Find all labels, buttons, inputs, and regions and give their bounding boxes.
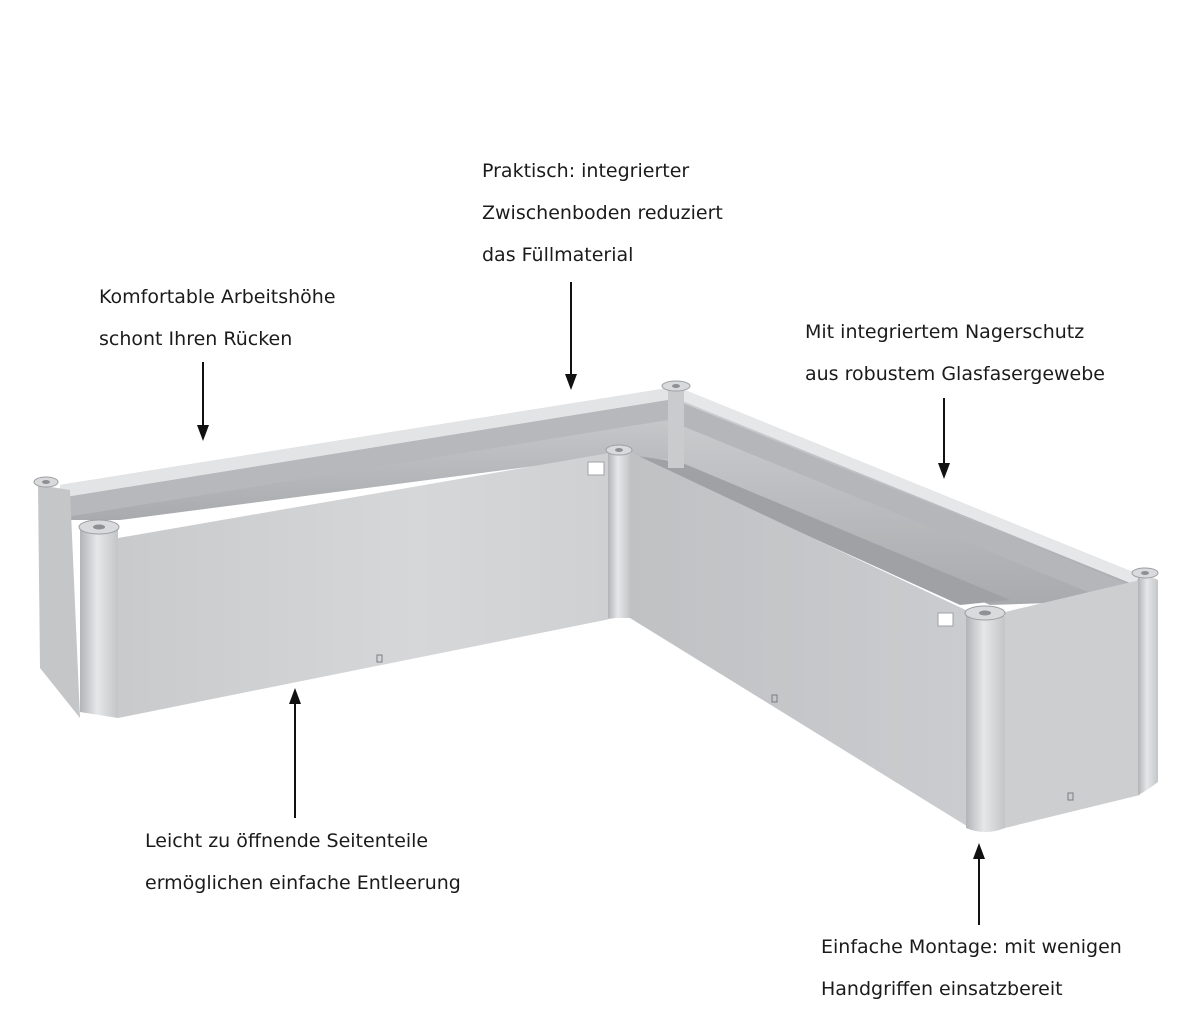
callout-line: das Füllmaterial xyxy=(482,244,634,266)
callout-line: Praktisch: integrierter xyxy=(482,160,690,182)
arrow-bottom-right xyxy=(973,843,985,925)
callout-line: Komfortable Arbeitshöhe xyxy=(99,286,336,308)
inner-back-wall-right xyxy=(680,388,1140,605)
corner-post-back xyxy=(661,380,691,468)
callout-bottom-right: Einfache Montage: mit wenigen Handgriffe… xyxy=(821,926,1122,1010)
inner-back-wall-left xyxy=(60,388,668,520)
corner-post-inner xyxy=(605,444,633,618)
callout-line: Handgriffen einsatzbereit xyxy=(821,978,1063,1000)
end-panel-left xyxy=(38,485,80,718)
callout-top-center: Praktisch: integrierter Zwischenboden re… xyxy=(482,150,723,276)
callout-line: Zwischenboden reduziert xyxy=(482,202,723,224)
front-panel-left xyxy=(118,452,615,718)
arrow-bottom-left xyxy=(289,688,301,818)
callout-top-left: Komfortable Arbeitshöhe schont Ihren Rüc… xyxy=(99,276,336,360)
arrow-top-right xyxy=(938,398,950,479)
corner-post-right-back xyxy=(1131,567,1159,795)
callout-line: ermöglichen einfache Entleerung xyxy=(145,872,461,894)
callout-top-right: Mit integriertem Nagerschutz aus robuste… xyxy=(805,311,1105,395)
callout-bottom-left: Leicht zu öffnende Seitenteile ermöglich… xyxy=(145,820,461,904)
callout-line: Mit integriertem Nagerschutz xyxy=(805,321,1085,343)
intermediate-floor xyxy=(630,455,1010,605)
callout-line: schont Ihren Rücken xyxy=(99,328,293,350)
end-panel-right xyxy=(1005,580,1140,828)
front-panel-right xyxy=(630,452,970,828)
arrow-top-center xyxy=(565,282,577,390)
corner-post-left xyxy=(33,476,120,718)
arrow-top-left xyxy=(197,362,209,441)
callout-line: Leicht zu öffnende Seitenteile xyxy=(145,830,429,852)
corner-post-right-front xyxy=(964,605,1006,832)
callout-line: aus robustem Glasfasergewebe xyxy=(805,363,1106,385)
callout-line: Einfache Montage: mit wenigen xyxy=(821,936,1122,958)
